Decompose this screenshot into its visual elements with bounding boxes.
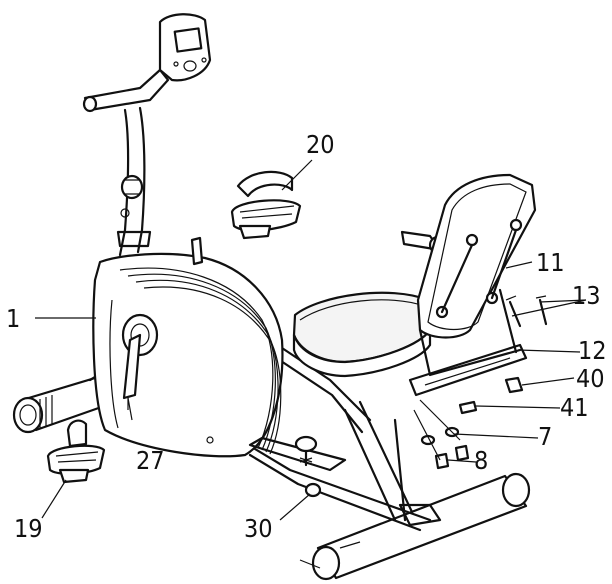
main-shroud bbox=[92, 252, 284, 458]
handlebar-post bbox=[82, 68, 170, 257]
callout-part-12: 12 bbox=[578, 336, 607, 365]
leader-lines bbox=[35, 159, 587, 521]
callout-part-40: 40 bbox=[576, 364, 605, 393]
hardware-small-parts bbox=[413, 376, 524, 470]
callout-part-1: 1 bbox=[6, 304, 21, 333]
callout-part-27: 27 bbox=[136, 446, 165, 475]
callout-part-41: 41 bbox=[560, 393, 589, 422]
rear-stabilizer bbox=[299, 472, 531, 581]
seat-frame bbox=[418, 288, 522, 377]
hardware-bolts bbox=[505, 295, 548, 328]
tension-knob-post bbox=[190, 236, 204, 266]
callout-part-11: 11 bbox=[536, 248, 565, 277]
seat-slide-rail bbox=[408, 343, 528, 397]
callout-part-19: 19 bbox=[14, 514, 43, 543]
seat-cushion bbox=[292, 291, 432, 378]
callout-part-20: 20 bbox=[306, 130, 335, 159]
callout-part-30: 30 bbox=[244, 514, 273, 543]
backrest bbox=[416, 173, 537, 339]
pedal-right bbox=[230, 170, 302, 240]
callout-part-13: 13 bbox=[572, 281, 601, 310]
main-frame bbox=[238, 338, 442, 532]
callout-part-8: 8 bbox=[474, 446, 489, 475]
callout-part-7: 7 bbox=[538, 422, 553, 451]
adjustment-knob bbox=[248, 435, 347, 498]
console-computer bbox=[158, 13, 212, 82]
pedal-left bbox=[46, 419, 106, 484]
